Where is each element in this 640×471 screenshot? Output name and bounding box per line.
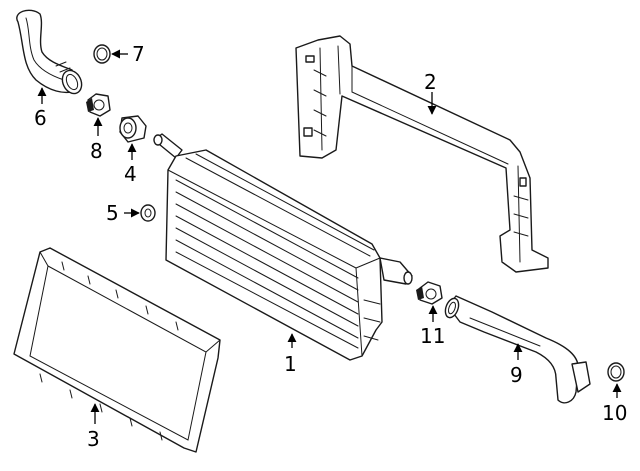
callout-4: 4 bbox=[124, 162, 137, 186]
o-ring-part[interactable] bbox=[93, 44, 111, 64]
callout-1: 1 bbox=[284, 352, 297, 376]
hose-clamp-part[interactable] bbox=[86, 93, 111, 117]
callout-7: 7 bbox=[132, 42, 145, 66]
radiator-part[interactable] bbox=[153, 133, 413, 361]
callout-10: 10 bbox=[602, 401, 627, 425]
callout-3: 3 bbox=[87, 427, 100, 451]
callout-11: 11 bbox=[420, 324, 445, 348]
lower-hose-part[interactable] bbox=[443, 295, 591, 404]
upper-hose-part[interactable] bbox=[16, 9, 85, 96]
radiator-shroud-part[interactable] bbox=[13, 247, 221, 453]
callout-labels: 1 2 3 4 5 6 7 8 9 10 11 bbox=[34, 42, 627, 451]
callout-8: 8 bbox=[90, 139, 103, 163]
callout-2: 2 bbox=[424, 70, 437, 94]
callout-9: 9 bbox=[510, 363, 523, 387]
callout-5: 5 bbox=[106, 201, 119, 225]
lower-hose-clamp-part[interactable] bbox=[416, 281, 443, 305]
lower-o-ring-part[interactable] bbox=[607, 362, 625, 382]
callout-leaders bbox=[37, 49, 622, 424]
bushing-part[interactable] bbox=[119, 115, 147, 143]
radiator-bracket-part[interactable] bbox=[295, 35, 549, 273]
callout-6: 6 bbox=[34, 106, 47, 130]
small-bushing-part[interactable] bbox=[140, 204, 156, 222]
